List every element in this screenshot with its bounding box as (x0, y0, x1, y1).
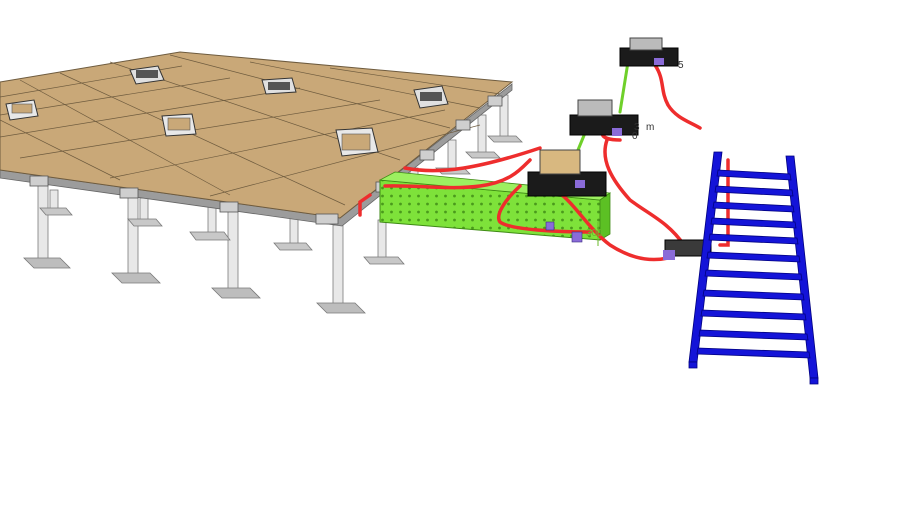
floor-grommet-icon (161, 113, 197, 137)
pedestal (111, 194, 161, 284)
dimension-label-mid: m (646, 122, 654, 133)
floor-grommet-icon (335, 127, 379, 157)
dimension-label-mid-sub: 0 (632, 131, 638, 142)
floor-grommet-icon (129, 65, 165, 85)
cable-ladder-blue (688, 151, 819, 385)
pedestal (189, 204, 231, 241)
cable-red-group (358, 63, 730, 262)
floor-grommet-icon (5, 99, 39, 121)
connector-icon (545, 221, 583, 243)
cable-green-group (576, 60, 630, 152)
dimension-label-top: 5 (678, 60, 684, 71)
pedestal (273, 211, 313, 251)
pedestal (465, 114, 501, 159)
pedestal (363, 219, 405, 265)
pedestal (316, 224, 366, 314)
pedestal (23, 184, 71, 269)
junction-box-icon (663, 239, 712, 260)
junction-box-icon (569, 99, 639, 136)
floor-grommet-icon (261, 77, 297, 95)
dimension-label-tray: 300 (586, 228, 603, 239)
floor-grommet-icon (413, 85, 449, 109)
dimension-label-mid-prefix: 3 (634, 122, 640, 133)
pedestal (39, 189, 73, 216)
floor-tile-grid (0, 54, 501, 206)
pedestal (487, 94, 523, 143)
dimension-annotations: 300 5 3 m 0 (586, 60, 684, 246)
pedestal (211, 209, 261, 299)
junction-box-icon (619, 37, 679, 67)
junction-box-icon (527, 149, 607, 197)
